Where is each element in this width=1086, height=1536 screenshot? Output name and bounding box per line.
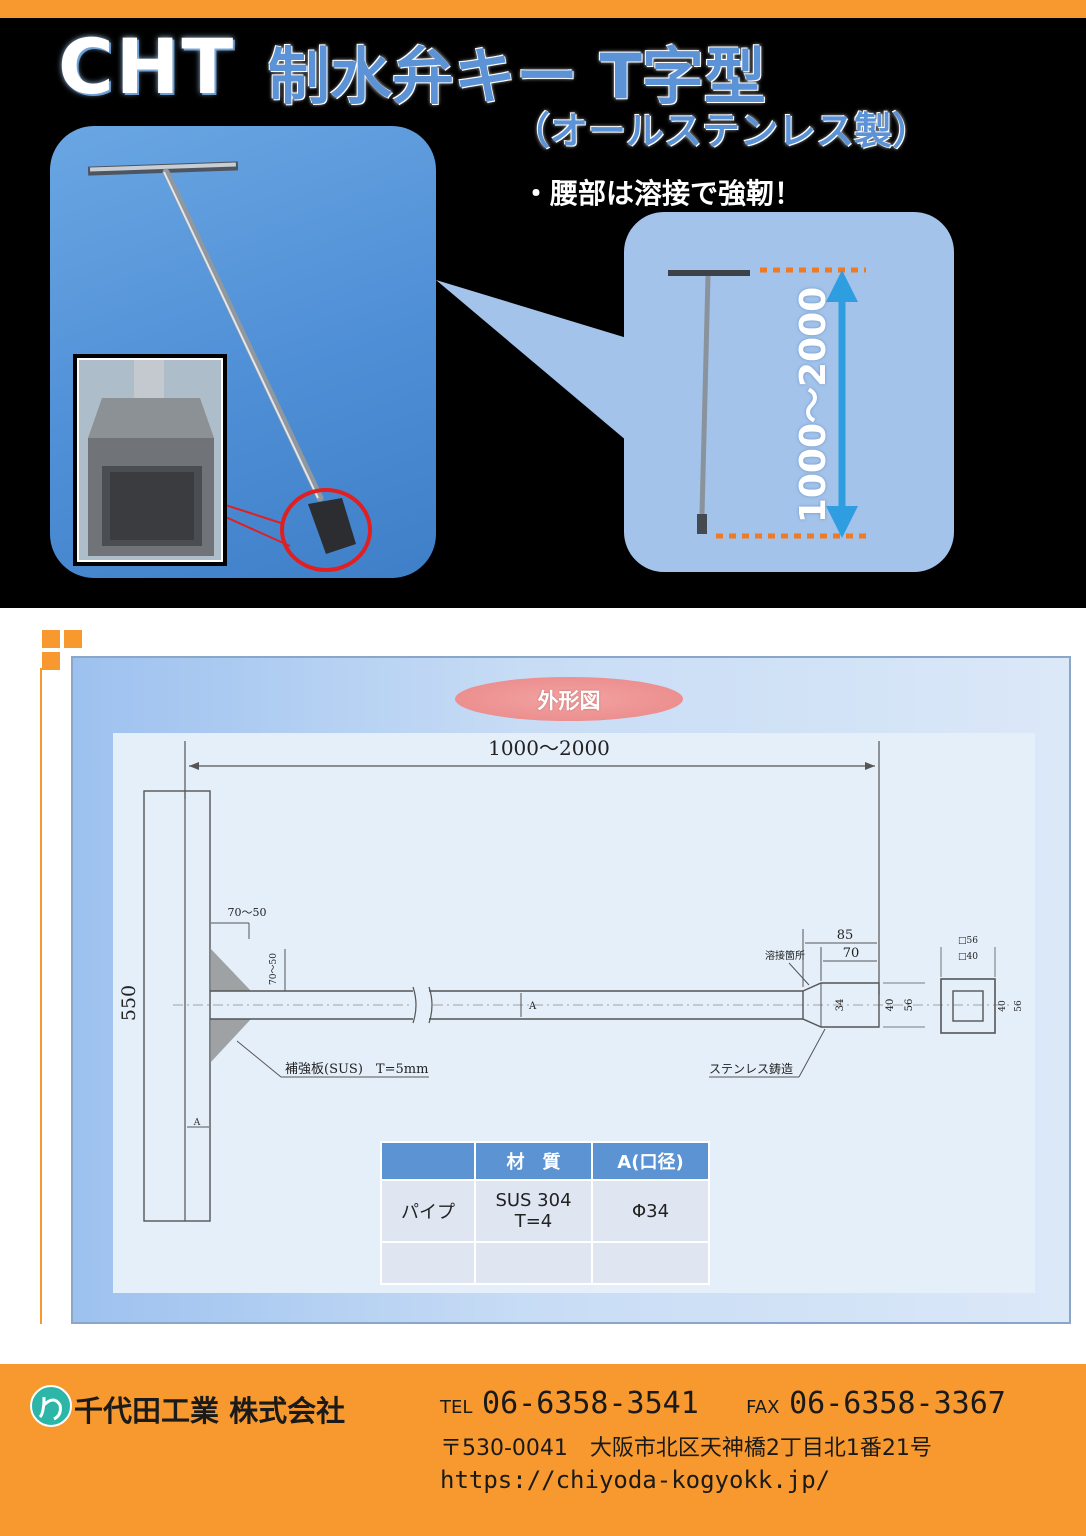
company-address: 〒530-0041 大阪市北区天神橋2丁目北1番21号 (440, 1436, 932, 1461)
footer-bar (0, 1364, 1086, 1536)
callout-connector (436, 280, 640, 452)
socket-56-label: 56 (904, 999, 915, 1012)
table-row: パイプ SUS 304 T=4 Φ34 (380, 1179, 710, 1243)
technical-drawing: 1000～2000 550 A 70～50 70～50 A (118, 736, 1024, 1222)
fax-label: FAX (746, 1397, 780, 1418)
rib-width-label: 70～50 (228, 906, 267, 919)
contact-line: TEL 06-6358-3541 FAX 06-6358-3367 (440, 1386, 1006, 1421)
brand-logo-text: CHT (58, 22, 236, 111)
tel-number[interactable]: 06-6358-3541 (482, 1386, 699, 1421)
table-header-row: 材 質 A(口径) (380, 1141, 710, 1181)
table-cell-material: SUS 304 T=4 (474, 1179, 593, 1243)
company-logo-icon (30, 1385, 72, 1427)
product-subtitle: （オールステンレス製） (512, 109, 931, 153)
end-40-label: 40 (998, 1000, 1008, 1012)
company-url-link[interactable]: https://chiyoda-kogyokk.jp/ (440, 1466, 831, 1494)
end-sq40-label: □40 (958, 952, 978, 962)
socket-34-label: 34 (835, 999, 846, 1012)
logo-mark (38, 1396, 62, 1421)
rib-label: 補強板(SUS) T=5mm (285, 1062, 428, 1077)
handle-dia-label: A (193, 1118, 201, 1128)
dim-70-label: 70 (843, 946, 860, 961)
handle-length-label: 550 (118, 985, 140, 1021)
section-rule (40, 668, 42, 1324)
dim-85-label: 85 (837, 928, 854, 943)
length-detail-panel (624, 212, 954, 572)
socket-40-label: 40 (885, 999, 896, 1012)
material-thickness: T=4 (514, 1211, 553, 1232)
end-56-label: 56 (1014, 1000, 1024, 1012)
weld-label: 溶接箇所 (765, 949, 805, 962)
overall-length-label: 1000～2000 (488, 736, 610, 760)
pipe-dia-label: A (528, 1001, 537, 1012)
section-title: 外形図 (537, 689, 601, 713)
table-cell-part: パイプ (380, 1179, 476, 1243)
t-key-photo (73, 161, 372, 572)
company-name: 千代田工業 株式会社 (74, 1394, 346, 1428)
end-sq56-label: □56 (958, 936, 978, 946)
rib-height-label: 70～50 (269, 953, 279, 985)
length-label-vertical: 1000～2000 (793, 286, 834, 524)
table-header-blank (380, 1141, 476, 1181)
table-cell-empty (380, 1241, 476, 1285)
top-accent-bar (0, 0, 1086, 18)
table-cell-empty (591, 1241, 710, 1285)
material-grade: SUS 304 (495, 1190, 572, 1211)
table-cell-bore: Φ34 (591, 1179, 710, 1243)
product-photo-panel (50, 126, 436, 578)
table-cell-empty (474, 1241, 593, 1285)
product-title: 制水弁キー T字型 (268, 40, 766, 113)
tel-label: TEL (440, 1397, 473, 1418)
table-row-empty (380, 1241, 710, 1285)
table-header-material: 材 質 (474, 1141, 593, 1181)
spec-table: 材 質 A(口径) パイプ SUS 304 T=4 Φ34 (380, 1141, 710, 1285)
section-bullet-icon (42, 630, 82, 670)
drawing-canvas: 1000～2000 550 A 70～50 70～50 A (113, 733, 1035, 1293)
table-header-bore: A(口径) (591, 1141, 710, 1181)
casting-label: ステンレス鋳造 (709, 1062, 793, 1076)
section-title-pill: 外形図 (455, 677, 683, 721)
feature-bullet: ・腰部は溶接で強靭！ (522, 177, 803, 210)
length-diagram (668, 267, 868, 539)
fax-number: 06-6358-3367 (789, 1386, 1006, 1421)
